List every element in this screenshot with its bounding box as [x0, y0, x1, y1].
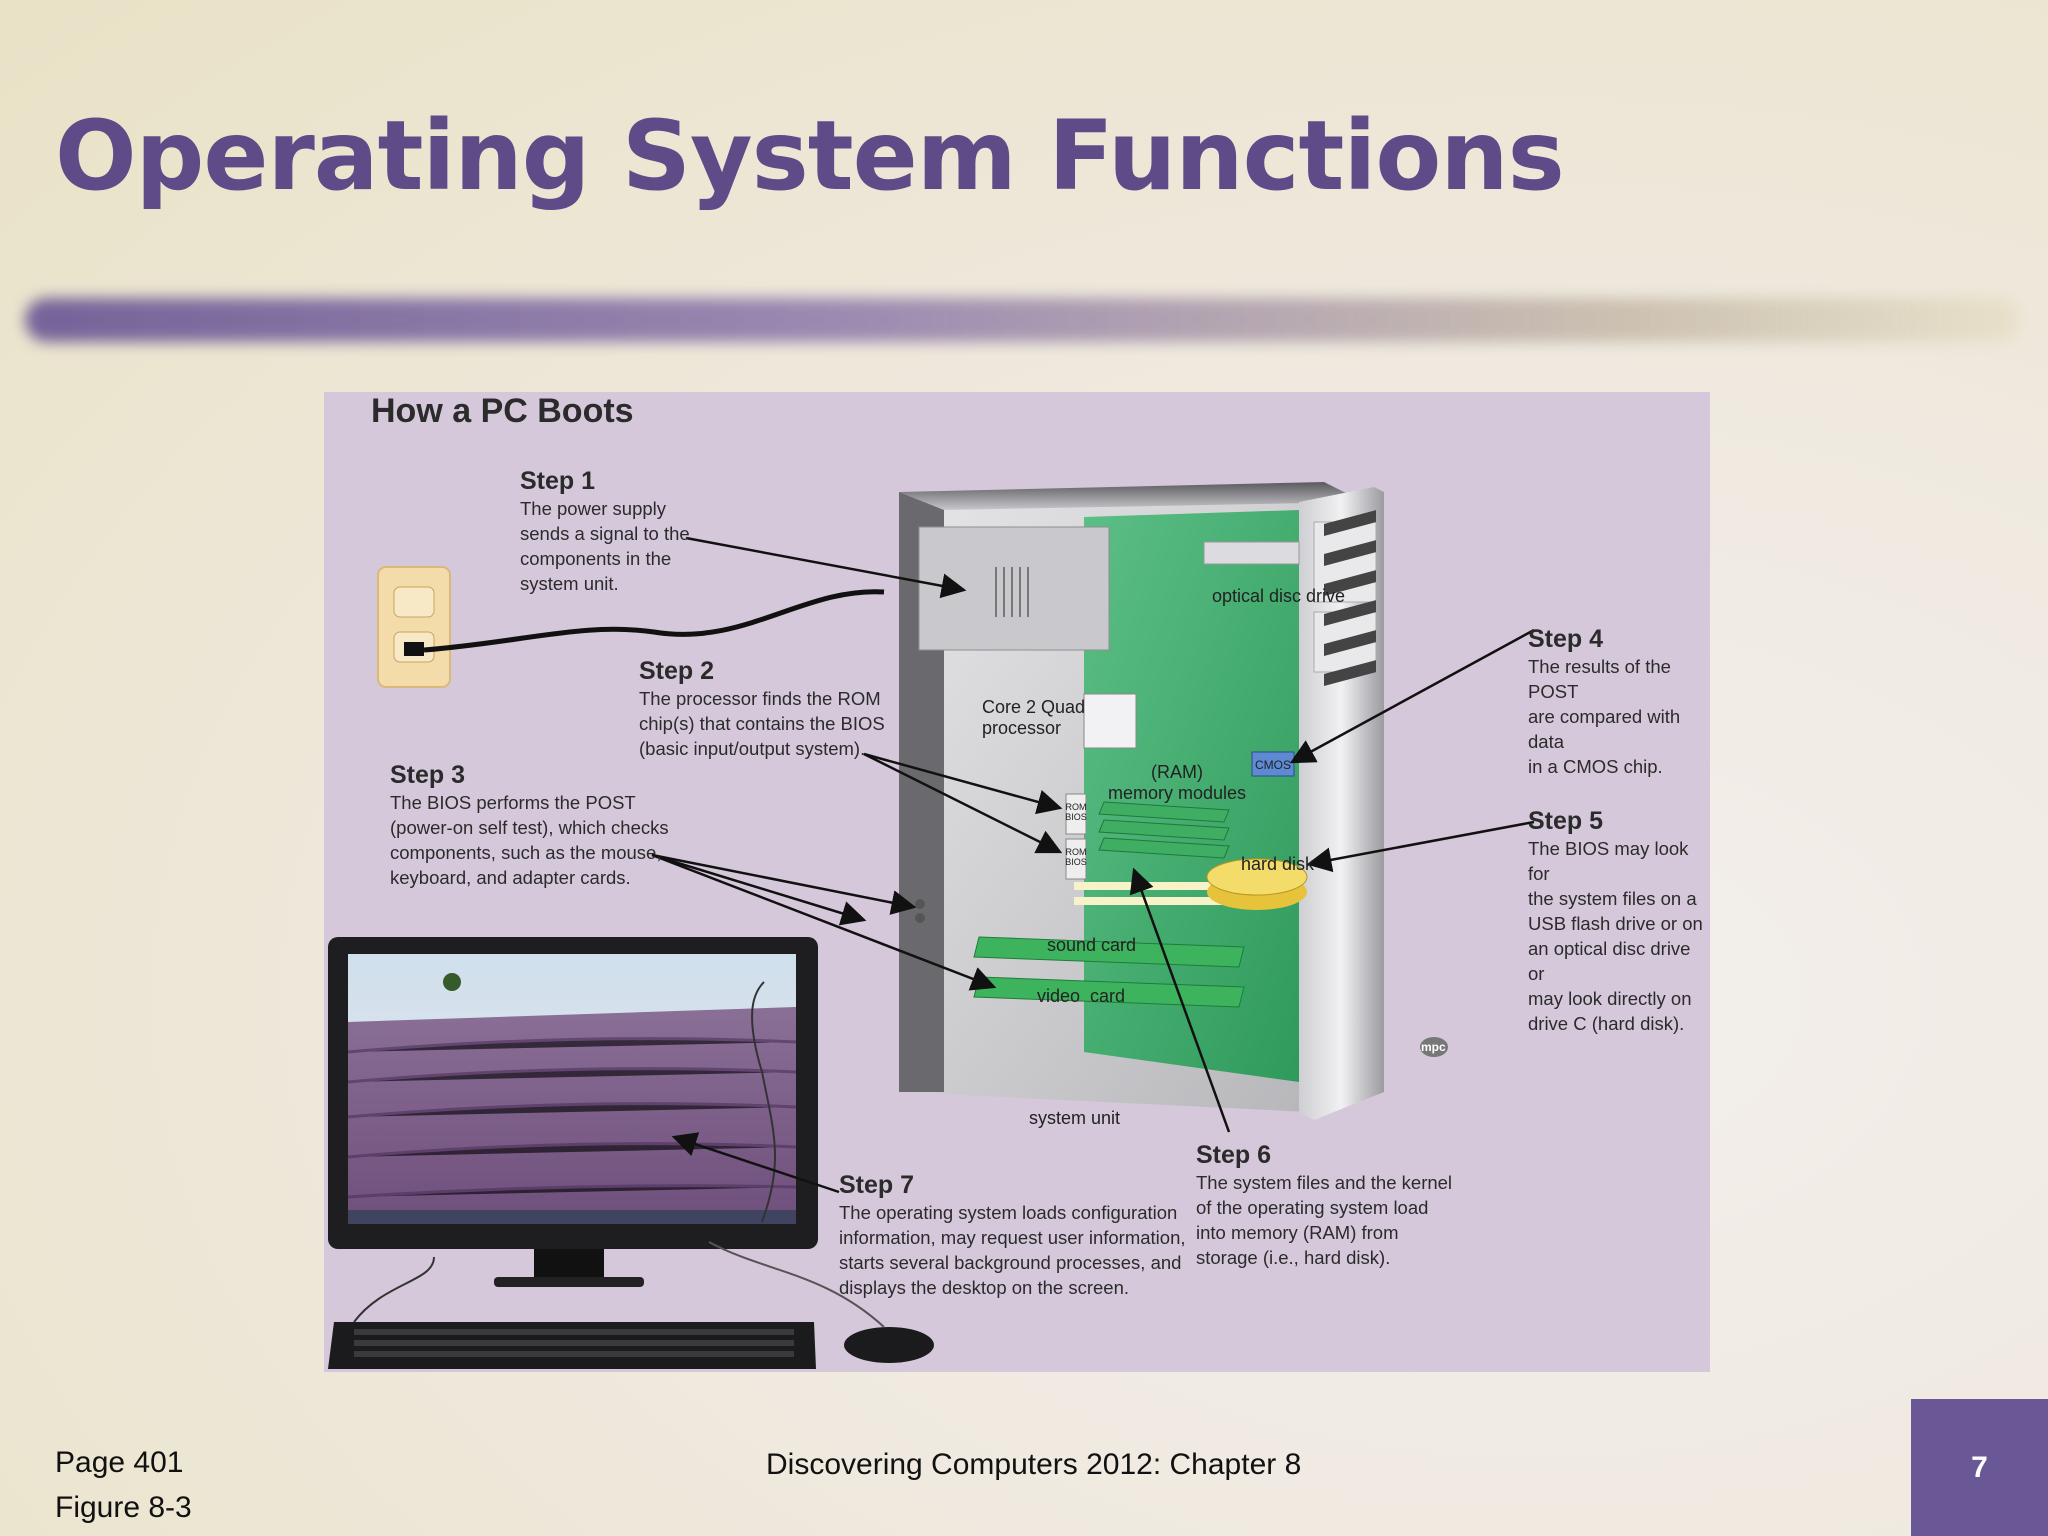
step-4-heading: Step 4 [1528, 625, 1604, 653]
label-system-unit: system unit [1029, 1108, 1121, 1128]
label-cmos: CMOS [1255, 758, 1291, 772]
slide-number: 7 [1911, 1399, 2048, 1536]
step-1-heading: Step 1 [520, 467, 596, 495]
page-reference: Page 401 [55, 1446, 184, 1479]
boot-illustration [328, 482, 1535, 1369]
title-underline-bar [25, 298, 2020, 342]
step-6-heading: Step 6 [1196, 1141, 1272, 1169]
step-6: Step 6 The system files and the kernel o… [1196, 1140, 1452, 1270]
keyboard [328, 1322, 816, 1369]
step-2: Step 2 The processor finds the ROM chip(… [639, 656, 885, 761]
wall-outlet [377, 566, 451, 688]
power-cable [423, 589, 885, 653]
step-7: Step 7 The operating system loads config… [839, 1170, 1186, 1300]
label-rom-bios: ROM BIOS [1065, 802, 1087, 822]
boot-figure: How a PC Boots Step 1 The power supply s… [324, 392, 1710, 1372]
step-4: Step 4 The results of the POST are compa… [1528, 624, 1710, 779]
step-7-text: The operating system loads configuration… [839, 1202, 1186, 1298]
figure-title: How a PC Boots [371, 392, 634, 430]
brand-logo: mpc [1421, 1040, 1446, 1054]
step-7-heading: Step 7 [839, 1171, 915, 1199]
label-sound-card: sound card [1047, 935, 1137, 955]
step-4-text: The results of the POST are compared wit… [1528, 656, 1681, 777]
monitor [328, 937, 818, 1287]
step-1: Step 1 The power supply sends a signal t… [520, 466, 690, 596]
step-5: Step 5 The BIOS may look for the system … [1528, 806, 1710, 1036]
step-6-text: The system files and the kernel of the o… [1196, 1172, 1453, 1268]
step-2-text: The processor finds the ROM chip(s) that… [639, 688, 885, 759]
step-2-heading: Step 2 [639, 657, 715, 685]
label-rom-bios-2: ROM BIOS [1065, 847, 1087, 867]
slide-title: Operating System Functions [55, 100, 1565, 212]
step-3-text: The BIOS performs the POST (power-on sel… [390, 792, 669, 888]
label-ram: (RAM) memory modules [1108, 762, 1247, 803]
figure-reference: Figure 8-3 [55, 1491, 192, 1524]
label-processor: Core 2 Quad processor [982, 697, 1086, 738]
footer-references: Page 401 Figure 8-3 [55, 1440, 192, 1530]
step-5-text: The BIOS may look for the system files o… [1528, 838, 1703, 1034]
step-3-heading: Step 3 [390, 761, 466, 789]
label-video-card: video card [1037, 986, 1126, 1006]
label-optical-disc-drive: optical disc drive [1212, 586, 1346, 606]
step-5-heading: Step 5 [1528, 807, 1604, 835]
mouse [844, 1327, 934, 1363]
footer-text: Discovering Computers 2012: Chapter 8 [766, 1448, 1302, 1481]
system-unit [899, 482, 1448, 1120]
step-1-text: The power supply sends a signal to the c… [520, 498, 690, 594]
step-3: Step 3 The BIOS performs the POST (power… [390, 760, 669, 890]
label-hard-disk: hard disk [1241, 854, 1315, 874]
